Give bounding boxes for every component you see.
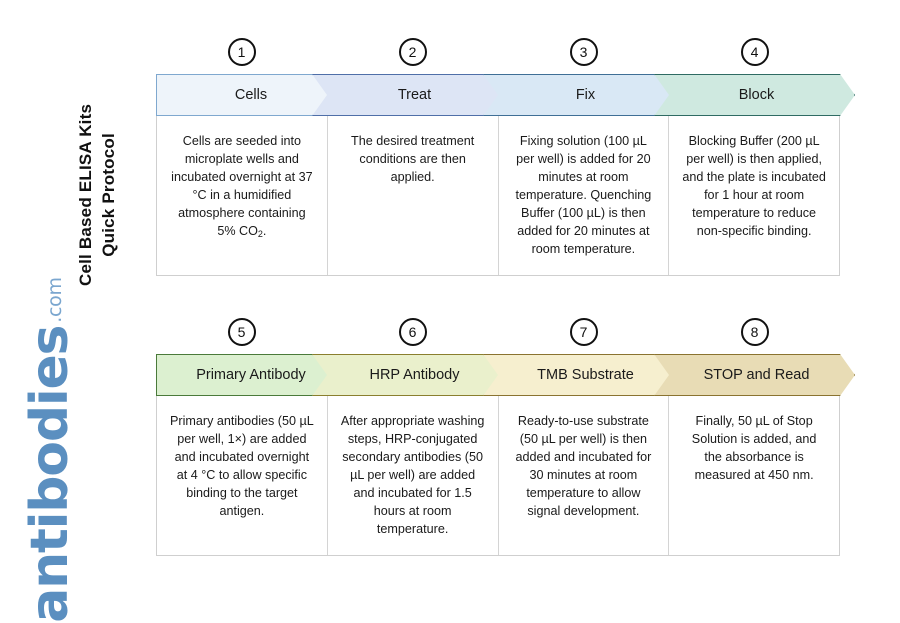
chevron-step-5[interactable]: Primary Antibody (156, 354, 342, 396)
step-number-band-2: 5 6 7 8 (156, 318, 840, 350)
step-description-5: Primary antibodies (50 µL per well, 1×) … (157, 396, 328, 555)
step-description-1: Cells are seeded into microplate wells a… (157, 116, 328, 275)
logo-tld: .com (43, 277, 66, 323)
chevron-label-7: TMB Substrate (537, 367, 634, 383)
chevron-label-1: Cells (234, 87, 268, 103)
antibodies-logo: antibodies .com (20, 277, 97, 622)
description-table-2: Primary antibodies (50 µL per well, 1×) … (156, 396, 840, 556)
step-description-7: Ready-to-use substrate (50 µL per well) … (499, 396, 670, 555)
page-title-line-2: Quick Protocol (99, 133, 118, 257)
chevron-label-6: HRP Antibody (369, 367, 460, 383)
step-number-8: 8 (740, 318, 769, 346)
step-description-2: The desired treatment conditions are the… (328, 116, 499, 275)
step-number-5: 5 (227, 318, 256, 346)
chevron-step-8[interactable]: STOP and Read (654, 354, 855, 396)
step-number-band-1: 1 2 3 4 (156, 38, 840, 70)
chevron-band-1: Cells Treat Fix Block (156, 74, 840, 116)
chevron-step-2[interactable]: Treat (312, 74, 513, 116)
step-number-1: 1 (227, 38, 256, 66)
page-title: Cell Based ELISA Kits Quick Protocol (75, 45, 121, 345)
protocol-diagram: Cell Based ELISA Kits Quick Protocol ant… (20, 38, 900, 623)
chevron-step-7[interactable]: TMB Substrate (483, 354, 684, 396)
chevron-step-6[interactable]: HRP Antibody (312, 354, 513, 396)
protocol-row-2: 5 6 7 8 Primary Antibody HRP Antibody TMB Sub… (156, 318, 840, 556)
chevron-label-4: Block (738, 87, 775, 103)
step-description-8: Finally, 50 µL of Stop Solution is added… (691, 414, 817, 482)
page-title-line-1: Cell Based ELISA Kits (76, 103, 96, 286)
step-number-2: 2 (398, 38, 427, 66)
description-table-1: Cells are seeded into microplate wells a… (156, 116, 840, 276)
chevron-step-4[interactable]: Block (654, 74, 855, 116)
chevron-label-2: Treat (397, 87, 432, 103)
logo-wordmark: antibodies (20, 325, 80, 623)
step-number-6: 6 (398, 318, 427, 346)
step-number-4: 4 (740, 38, 769, 66)
step-description-4: Blocking Buffer (200 µL per well) is the… (682, 134, 826, 238)
chevron-label-8: STOP and Read (703, 367, 810, 383)
protocol-row-1: 1 2 3 4 Cells Treat Fix Block Cells are seeded… (156, 38, 840, 276)
step-number-3: 3 (569, 38, 598, 66)
chevron-step-1[interactable]: Cells (156, 74, 342, 116)
chevron-label-3: Fix (575, 87, 596, 103)
step-number-7: 7 (569, 318, 598, 346)
chevron-band-2: Primary Antibody HRP Antibody TMB Substrat… (156, 354, 840, 396)
chevron-label-5: Primary Antibody (196, 367, 306, 383)
step-description-6: After appropriate washing steps, HRP-con… (328, 396, 499, 555)
chevron-step-3[interactable]: Fix (483, 74, 684, 116)
step-description-3: Fixing solution (100 µL per well) is add… (499, 116, 670, 275)
